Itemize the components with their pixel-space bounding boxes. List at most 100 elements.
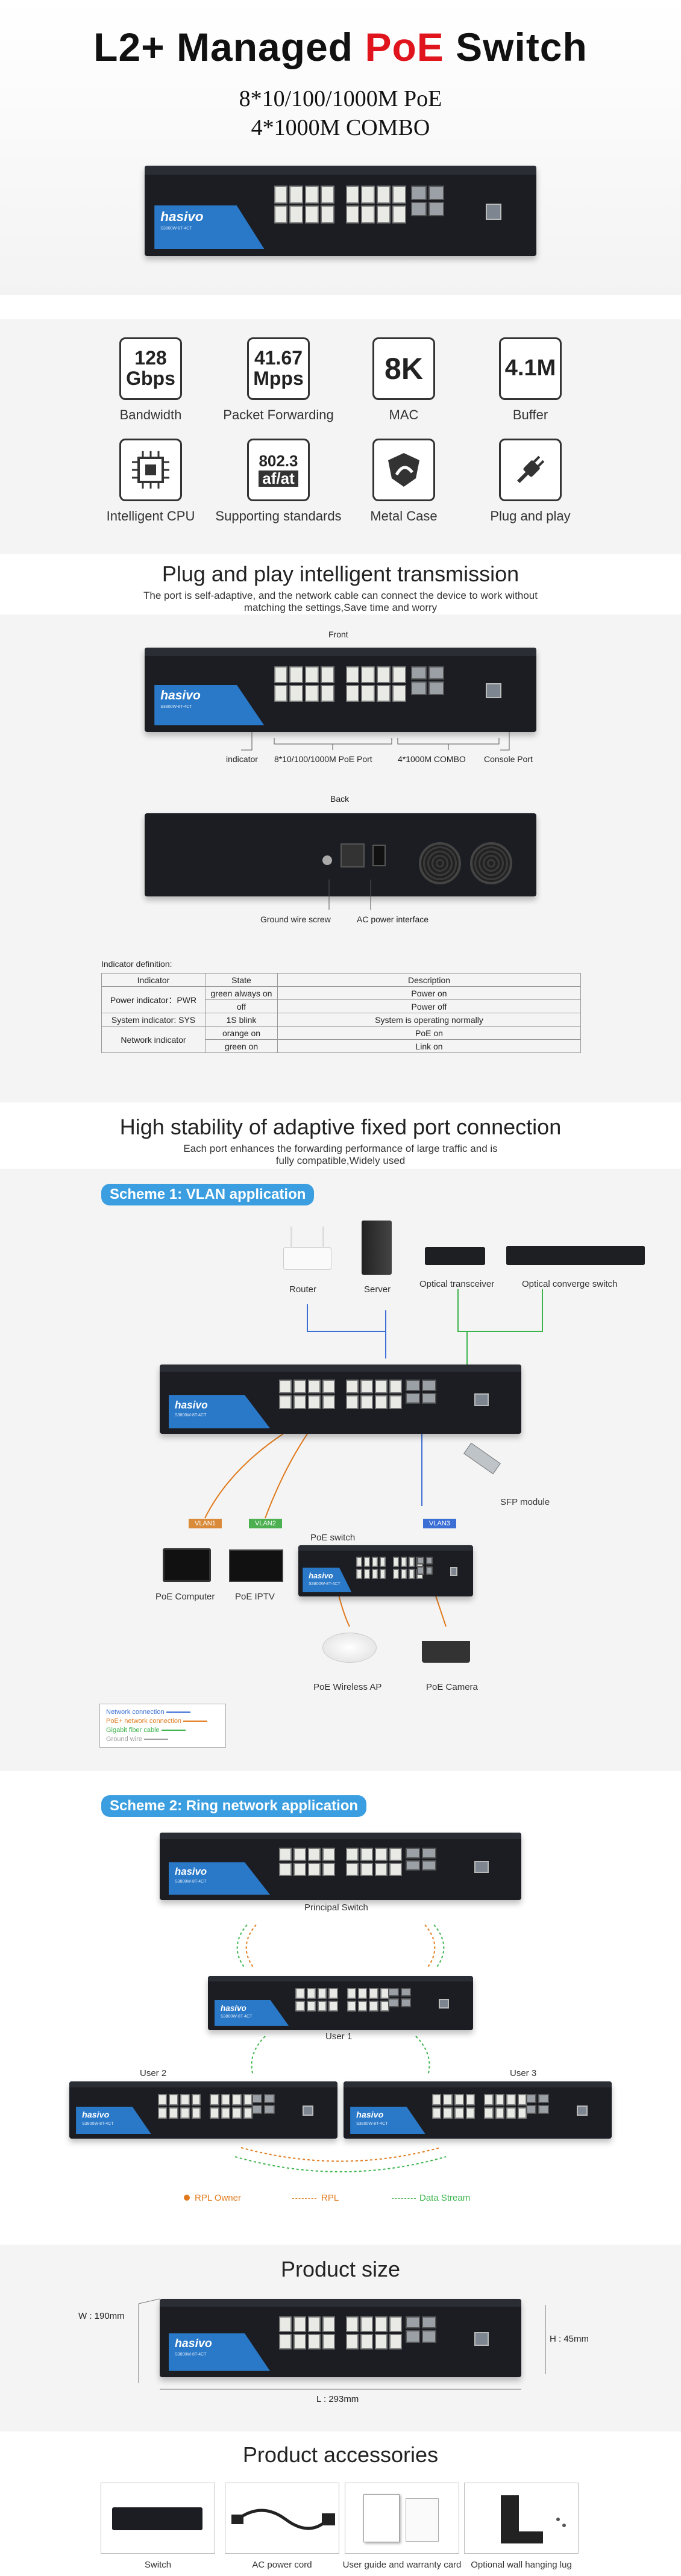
rj45-port — [356, 1568, 362, 1579]
sfp-port — [428, 186, 444, 200]
feature-label: MAC — [389, 407, 419, 422]
front-label-poe-port: 8*10/100/1000M PoE Port — [274, 754, 372, 764]
sfp-port — [411, 681, 427, 695]
section-desc-1: Each port enhances the forwarding perfor… — [183, 1143, 498, 1154]
switch-model-text: S3800W-8T-4CT — [356, 2121, 388, 2126]
feature-buffer: 4.1M Buffer — [467, 337, 594, 423]
scheme2-title: Scheme 2: Ring network application — [101, 1795, 367, 1817]
brand-logo: hasivo — [309, 1571, 333, 1581]
rj45-port — [361, 205, 375, 224]
stability-section: High stability of adaptive fixed port co… — [0, 1102, 681, 1169]
sfp-port-group — [406, 1380, 436, 1404]
rj45-port — [377, 186, 391, 204]
table-cell: Power on — [277, 986, 581, 1000]
rj45-port — [409, 1568, 415, 1579]
rj45-port — [295, 2000, 305, 2012]
rj45-port — [369, 1987, 378, 1999]
device-label: Optical transceiver — [419, 1279, 495, 1289]
legend-item: Network connection — [106, 1708, 219, 1717]
rj45-port — [375, 1863, 388, 1877]
sfp-port — [526, 2105, 537, 2115]
rj45-port — [322, 2333, 335, 2349]
rj45-port — [375, 2316, 388, 2332]
rj45-port — [483, 2107, 494, 2119]
rj45-port — [495, 2107, 505, 2119]
rj45-port — [443, 2093, 453, 2106]
table-header: Description — [277, 973, 581, 987]
device-label: PoE switch — [310, 1533, 356, 1543]
switch-top-edge — [344, 2081, 612, 2087]
rj45-port-group — [356, 1556, 423, 1579]
feature-mac: 8K MAC — [340, 337, 467, 423]
device-label: SFP module — [500, 1497, 550, 1507]
rj45-port — [306, 2000, 316, 2012]
rj45-port — [357, 1987, 368, 1999]
rj45-port — [191, 2107, 201, 2119]
rj45-port — [322, 2316, 335, 2332]
rj45-port — [305, 186, 319, 204]
rj45-port — [377, 684, 391, 702]
accessories-section: Product accessories Switch AC power cord… — [0, 2431, 681, 2576]
rj45-port — [328, 1987, 338, 1999]
sfp-port — [422, 1860, 436, 1871]
vlan1-tag: VLAN1 — [189, 1519, 222, 1528]
router-antennas — [290, 1227, 324, 1248]
sfp-port — [251, 2093, 263, 2104]
front-label-combo: 4*1000M COMBO — [398, 754, 466, 764]
rj45-port — [274, 684, 288, 702]
rj45-port — [308, 1380, 321, 1394]
dimension-width: W : 190mm — [78, 2311, 125, 2321]
rj45-port — [360, 2333, 373, 2349]
rj45-port — [360, 1380, 373, 1394]
rj45-port — [371, 1556, 378, 1567]
rj45-port — [305, 205, 319, 224]
rj45-port — [232, 2093, 242, 2106]
rj45-port — [317, 1987, 327, 1999]
switch-top-edge — [160, 1833, 521, 1840]
sfp-port — [264, 2105, 275, 2115]
node-label: User 2 — [140, 2068, 167, 2078]
rj45-port — [465, 2107, 475, 2119]
rj45-port — [279, 1863, 292, 1877]
rj45-port — [320, 684, 334, 702]
table-header: State — [205, 973, 278, 987]
sfp-port — [417, 1566, 424, 1575]
rpl-owner-legend: RPL Owner — [184, 2193, 241, 2203]
rj45-port-group — [274, 666, 406, 702]
sfp-port-group — [417, 1556, 433, 1575]
rj45-port — [293, 2333, 306, 2349]
section-title: Product size — [280, 2257, 401, 2281]
feature-label: Bandwidth — [119, 407, 182, 422]
device-label: PoE Wireless AP — [313, 1682, 382, 1692]
device-label: Server — [364, 1284, 391, 1295]
rj45-port — [279, 2333, 292, 2349]
rj45-port — [393, 1568, 400, 1579]
rj45-port — [322, 1380, 335, 1394]
brand-logo: hasivo — [160, 688, 201, 702]
rj45-port — [180, 2093, 190, 2106]
rj45-port — [180, 2107, 190, 2119]
section-desc-1: The port is self-adaptive, and the netwo… — [143, 590, 538, 601]
sfp-port — [406, 1860, 420, 1871]
rj45-port — [389, 1863, 402, 1877]
rj45-port — [377, 666, 391, 683]
optical-transceiver-icon — [425, 1247, 485, 1265]
table-cell: Power indicator：PWR — [101, 986, 206, 1013]
brand-logo: hasivo — [356, 2110, 384, 2120]
rj45-port — [157, 2093, 168, 2106]
sfp-port — [406, 2330, 420, 2343]
rj45-port — [209, 2107, 219, 2119]
rj45-port — [389, 2333, 402, 2349]
rj45-port-group — [279, 1380, 402, 1410]
rj45-port — [289, 666, 303, 683]
rj45-port — [289, 684, 303, 702]
dimension-lines — [138, 2298, 546, 2390]
rj45-port — [322, 1863, 335, 1877]
rj45-port — [221, 2093, 231, 2106]
